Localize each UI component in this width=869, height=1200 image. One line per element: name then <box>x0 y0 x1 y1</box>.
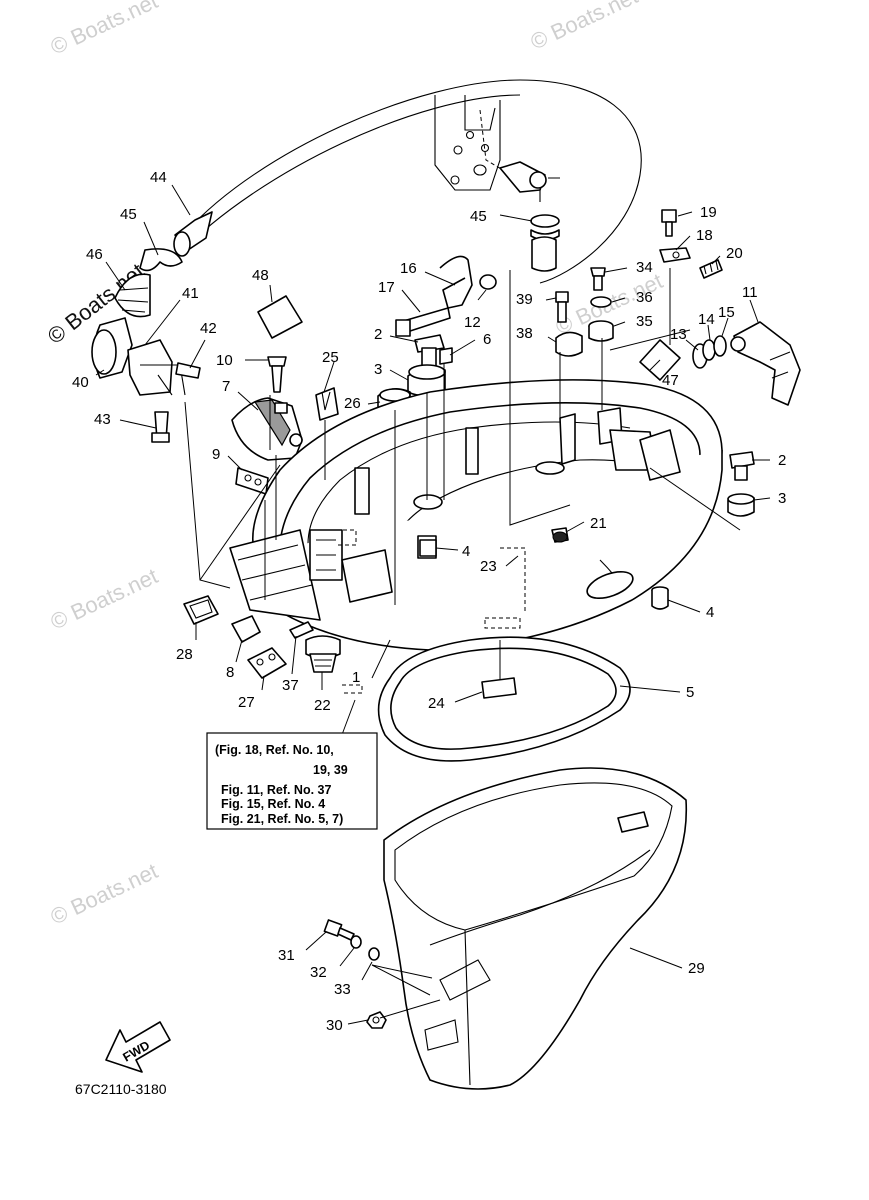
callout-45b[interactable]: 45 <box>470 208 487 225</box>
left-lower-parts <box>183 595 341 679</box>
callout-31[interactable]: 31 <box>278 947 295 964</box>
callout-2a[interactable]: 2 <box>374 326 382 343</box>
reference-line-2: 19, 39 <box>313 763 348 777</box>
callout-23[interactable]: 23 <box>480 558 497 575</box>
callout-20[interactable]: 20 <box>726 245 743 262</box>
callout-43[interactable]: 43 <box>94 411 111 428</box>
callout-44[interactable]: 44 <box>150 169 167 186</box>
grommet-4 <box>651 586 669 610</box>
callout-4b[interactable]: 4 <box>706 604 714 621</box>
callout-10[interactable]: 10 <box>216 352 233 369</box>
watermark-3: © Boats.net <box>47 563 162 634</box>
callout-16[interactable]: 16 <box>400 260 417 277</box>
callout-24[interactable]: 24 <box>428 695 445 712</box>
diagram-code: 67C2110-3180 <box>75 1081 167 1097</box>
callout-28[interactable]: 28 <box>176 646 193 663</box>
callouts: 44 45 46 41 42 40 43 10 7 9 48 25 16 17 … <box>72 169 786 1034</box>
callout-4a[interactable]: 4 <box>462 543 470 560</box>
left-bracket-assembly <box>91 248 201 443</box>
reference-line-1: (Fig. 18, Ref. No. 10, <box>215 743 334 757</box>
callout-29[interactable]: 29 <box>688 960 705 977</box>
seal-5 <box>377 636 631 762</box>
callout-7[interactable]: 7 <box>222 378 230 395</box>
callout-1[interactable]: 1 <box>352 669 360 686</box>
callout-34[interactable]: 34 <box>636 259 653 276</box>
callout-2b[interactable]: 2 <box>778 452 786 469</box>
callout-17[interactable]: 17 <box>378 279 395 296</box>
callout-11[interactable]: 11 <box>742 284 758 301</box>
callout-25[interactable]: 25 <box>322 349 339 366</box>
callout-8[interactable]: 8 <box>226 664 234 681</box>
reference-line-5: Fig. 21, Ref. No. 5, 7) <box>221 812 343 826</box>
callout-14[interactable]: 14 <box>698 311 715 328</box>
reference-line-3: Fig. 11, Ref. No. 37 <box>221 783 331 797</box>
label-1-outline <box>342 684 363 694</box>
left-fittings <box>231 356 303 495</box>
callout-21[interactable]: 21 <box>590 515 607 532</box>
clip-45 <box>530 214 560 272</box>
callout-27[interactable]: 27 <box>238 694 255 711</box>
lower-casing-29 <box>383 767 688 1090</box>
callout-30[interactable]: 30 <box>326 1017 343 1034</box>
callout-41[interactable]: 41 <box>182 285 199 302</box>
callout-37[interactable]: 37 <box>282 677 299 694</box>
callout-48[interactable]: 48 <box>252 267 269 284</box>
callout-15[interactable]: 15 <box>718 304 735 321</box>
hose-44 <box>173 211 213 257</box>
callout-18[interactable]: 18 <box>696 227 713 244</box>
right-fittings <box>555 209 723 357</box>
callout-32[interactable]: 32 <box>310 964 327 981</box>
watermark-1: © Boats.net <box>47 0 162 60</box>
callout-6[interactable]: 6 <box>483 331 491 348</box>
callout-40[interactable]: 40 <box>72 374 89 391</box>
callout-42[interactable]: 42 <box>200 320 217 337</box>
callout-3a[interactable]: 3 <box>374 361 382 378</box>
callout-26[interactable]: 26 <box>344 395 361 412</box>
lower-screws <box>323 919 387 1029</box>
watermark-2: © Boats.net <box>527 0 642 55</box>
callout-22[interactable]: 22 <box>314 697 331 714</box>
callout-33[interactable]: 33 <box>334 981 351 998</box>
bottom-cowling <box>229 379 723 651</box>
callout-39[interactable]: 39 <box>516 291 533 308</box>
watermark-5: © Boats.net <box>47 858 162 929</box>
leader-lines <box>95 184 771 1025</box>
callout-47[interactable]: 47 <box>662 372 679 389</box>
callout-45[interactable]: 45 <box>120 206 137 223</box>
reference-note: (Fig. 18, Ref. No. 10, 19, 39 Fig. 11, R… <box>206 732 378 830</box>
callout-35[interactable]: 35 <box>636 313 653 330</box>
callout-36[interactable]: 36 <box>636 289 653 306</box>
callout-5[interactable]: 5 <box>686 684 694 701</box>
right-lever-assembly <box>692 321 801 406</box>
callout-12[interactable]: 12 <box>464 314 481 331</box>
callout-46[interactable]: 46 <box>86 246 103 263</box>
right-bolt-damper <box>727 451 755 517</box>
callout-13[interactable]: 13 <box>670 326 687 343</box>
reference-line-4: Fig. 15, Ref. No. 4 <box>221 797 325 811</box>
callout-9[interactable]: 9 <box>212 446 220 463</box>
callout-19[interactable]: 19 <box>700 204 717 221</box>
callout-3b[interactable]: 3 <box>778 490 786 507</box>
callout-38[interactable]: 38 <box>516 325 533 342</box>
top-cowling-outline <box>177 79 642 284</box>
fwd-arrow: FWD <box>105 1021 171 1073</box>
